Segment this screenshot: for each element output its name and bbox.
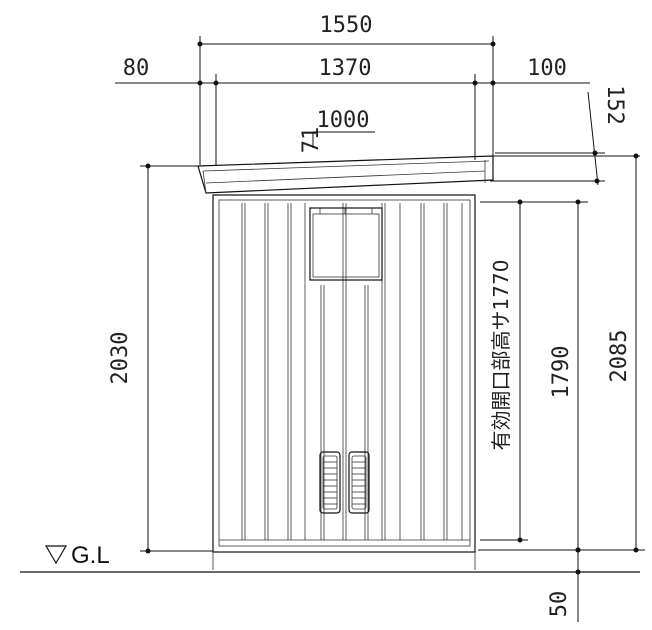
opening-height-label: 有効開口部高サ1770 (489, 260, 513, 451)
rear-height-label: 2085 (607, 330, 632, 383)
upper-panel (309, 207, 383, 281)
dim-base-height: 50 (547, 547, 581, 622)
dim-second-row: 80 1370 100 (115, 56, 590, 165)
slope-run-label: 1000 (317, 108, 370, 133)
dim-front-height: 2030 (108, 163, 213, 554)
dim-overall-width: 1550 (197, 13, 496, 165)
wall-panel-ribs (241, 203, 463, 540)
vent-louver-left (319, 451, 341, 514)
slope-annotation: 71 1000 (299, 108, 375, 153)
body-width-label: 1370 (319, 56, 372, 81)
inner-height-label: 1790 (549, 346, 574, 399)
right-overhang-label: 100 (527, 56, 567, 81)
overall-width-label: 1550 (320, 13, 373, 38)
roof (197, 155, 640, 194)
ground-level-triangle-icon (44, 545, 68, 565)
roof-thickness-label: 152 (602, 85, 627, 125)
vent-louver-right (348, 451, 370, 514)
ground-line: G.L (20, 542, 640, 573)
slope-rise-label: 71 (299, 127, 324, 154)
ground-level-label: G.L (71, 542, 110, 569)
dim-inner-height: 1790 (478, 199, 588, 553)
dim-rear-height: 2085 (588, 153, 645, 553)
base-height-label: 50 (547, 591, 572, 618)
shed-body (212, 194, 476, 570)
left-overhang-label: 80 (123, 56, 150, 81)
front-height-label: 2030 (108, 332, 133, 385)
dim-roof-thickness: 152 (490, 85, 627, 186)
dim-opening-height: 有効開口部高サ1770 (480, 199, 528, 543)
